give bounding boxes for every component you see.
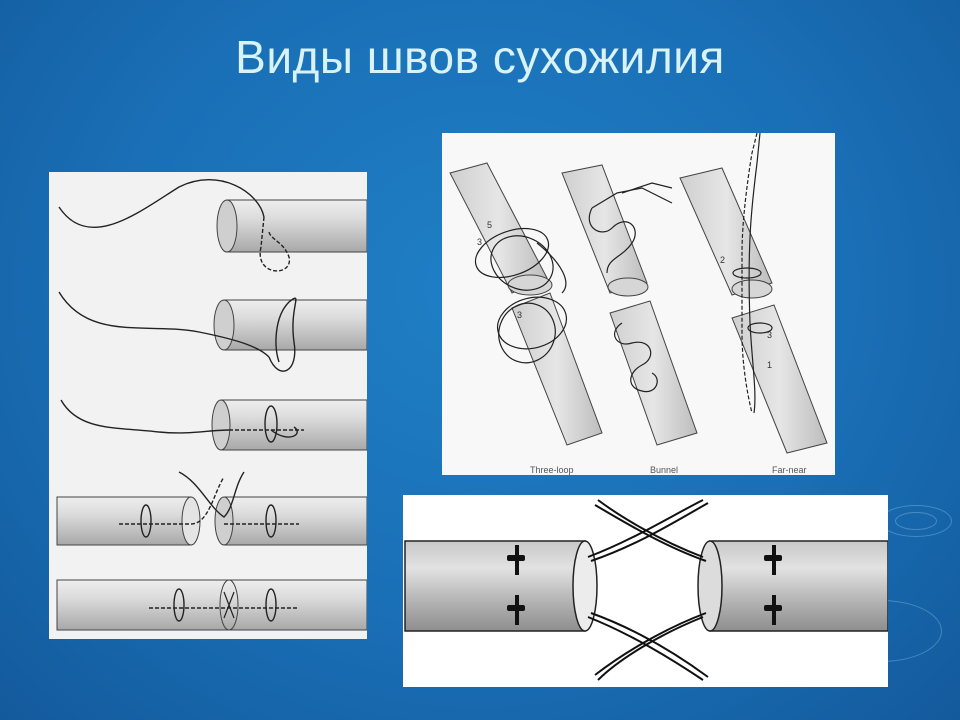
caption-three-loop-pulley: Three-loop pulley: [530, 443, 574, 475]
slide-title: Виды швов сухожилия: [0, 30, 960, 84]
tendon-cylinder: [214, 300, 367, 350]
loop-number: 3: [767, 330, 772, 340]
tendon-cylinder: [212, 400, 367, 450]
caption-bunnel-suture: Bunnel suture: [650, 443, 678, 475]
caption-line: Three-loop: [530, 465, 574, 475]
caption-far-near-near-far: Far-near near-far: [772, 443, 807, 475]
tendon-cylinder: [698, 541, 888, 631]
loop-number: 3: [477, 237, 482, 247]
tendon-cylinder: [680, 168, 827, 453]
tendon-cylinder: [57, 497, 200, 545]
tendon-cylinder: [405, 541, 597, 631]
loop-number: 3: [517, 310, 522, 320]
tendon-cylinder: [217, 200, 367, 252]
tendon-suture-steps-figure: [49, 172, 367, 639]
decorative-ripple: [895, 512, 937, 530]
tendon-cylinder: [57, 580, 367, 630]
loop-number: 5: [487, 220, 492, 230]
tendon-crossed-suture-figure: [403, 495, 888, 687]
loop-number: 2: [720, 255, 725, 265]
tendon-cylinder: [215, 497, 367, 545]
caption-line: Far-near: [772, 465, 807, 475]
caption-line: Bunnel: [650, 465, 678, 475]
loop-number: 1: [767, 360, 772, 370]
suture-techniques-figure: 5 3 3 2 3 1 Three-l: [442, 133, 835, 475]
